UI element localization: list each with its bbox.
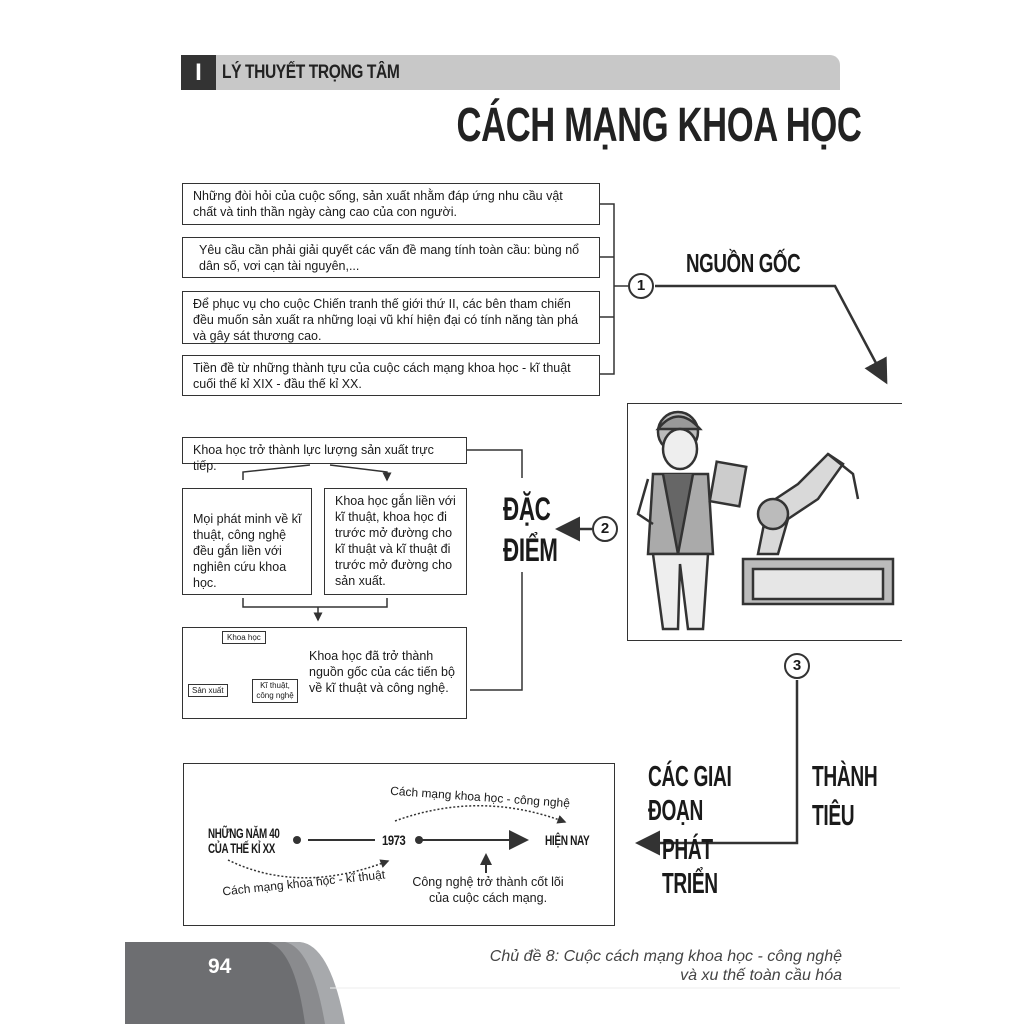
cycle-node: Khoa học	[222, 631, 266, 644]
section-title-wrap: LÝ THUYẾT TRỌNG TÂM	[222, 62, 438, 84]
feature-top: Khoa học trở thành lực lượng sản xuất tr…	[182, 437, 467, 473]
footer-topic: Chủ đề 8: Cuộc cách mạng khoa học - công…	[490, 947, 842, 985]
features-label: ĐẶC	[503, 491, 551, 527]
page-number: 94	[208, 955, 232, 978]
timeline-end: HIỆN NAY	[545, 832, 590, 848]
illustration-frame	[627, 403, 902, 641]
timeline-start-line: NHỮNG NĂM 40	[208, 825, 280, 841]
achievements-label: TIÊU	[812, 800, 855, 832]
feature-left: Mọi phát minh về kĩ thuật, công nghệ đều…	[182, 488, 312, 595]
feature-bottom-text: Khoa học đã trở thành nguồn gốc của các …	[309, 649, 455, 695]
feature-right: Khoa học gắn liền với kĩ thuật, khoa học…	[324, 488, 467, 595]
stages-label-wrap: CÁC GIAI ĐOẠN PHÁT TRIỂN	[648, 760, 828, 906]
section-number: I	[181, 55, 216, 90]
origin-item: Tiền đề từ những thành tựu của cuộc cách…	[182, 355, 600, 396]
timeline-end-wrap: HIỆN NAY	[545, 832, 607, 850]
stages-label: PHÁT TRIỂN	[662, 834, 718, 900]
timeline-start: NHỮNG NĂM 40 CỦA THẾ KỈ XX	[208, 826, 310, 856]
origin-item: Yêu cầu cần phải giải quyết các vấn đề m…	[182, 237, 600, 278]
engineer-robot-illustration	[636, 410, 895, 631]
stages-label: CÁC GIAI ĐOẠN	[648, 761, 732, 827]
step-2-badge: 2	[592, 516, 618, 542]
cycle-node: Kĩ thuật, công nghệ	[252, 679, 298, 703]
origin-label: NGUỒN GỐC	[686, 248, 801, 278]
origin-label-wrap: NGUỒN GỐC	[686, 248, 845, 279]
achievements-label: THÀNH	[812, 761, 878, 793]
timeline-note-line: Công nghệ trở thành cốt lõi	[412, 875, 564, 889]
cycle-node: Sản xuất	[188, 684, 228, 697]
page-title: CÁCH MẠNG KHOA HỌC	[456, 99, 862, 152]
features-label-wrap: ĐẶC ĐIỂM	[503, 492, 581, 574]
timeline-mid-wrap: 1973	[382, 832, 411, 850]
timeline-box	[183, 763, 615, 926]
timeline-note-line: của cuộc cách mạng.	[428, 891, 548, 905]
section-title: LÝ THUYẾT TRỌNG TÂM	[222, 62, 400, 83]
page-title-wrap: CÁCH MẠNG KHOA HỌC	[299, 98, 862, 153]
step-3-badge: 3	[784, 653, 810, 679]
origin-item: Những đòi hỏi của cuộc sống, sản xuất nh…	[182, 183, 600, 225]
timeline-start-line: CỦA THẾ KỈ XX	[208, 840, 275, 856]
section-header	[181, 55, 840, 90]
timeline-note: Công nghệ trở thành cốt lõi của cuộc các…	[408, 874, 568, 906]
achievements-label-wrap: THÀNH TIÊU	[812, 760, 911, 838]
features-label: ĐIỂM	[503, 532, 558, 568]
footer-topic-line: và xu thế toàn cầu hóa	[680, 967, 842, 984]
origin-item: Để phục vụ cho cuộc Chiến tranh thế giới…	[182, 291, 600, 344]
timeline-mid: 1973	[382, 832, 406, 848]
step-1-badge: 1	[628, 273, 654, 299]
footer-topic-line: Chủ đề 8: Cuộc cách mạng khoa học - công…	[489, 948, 842, 965]
